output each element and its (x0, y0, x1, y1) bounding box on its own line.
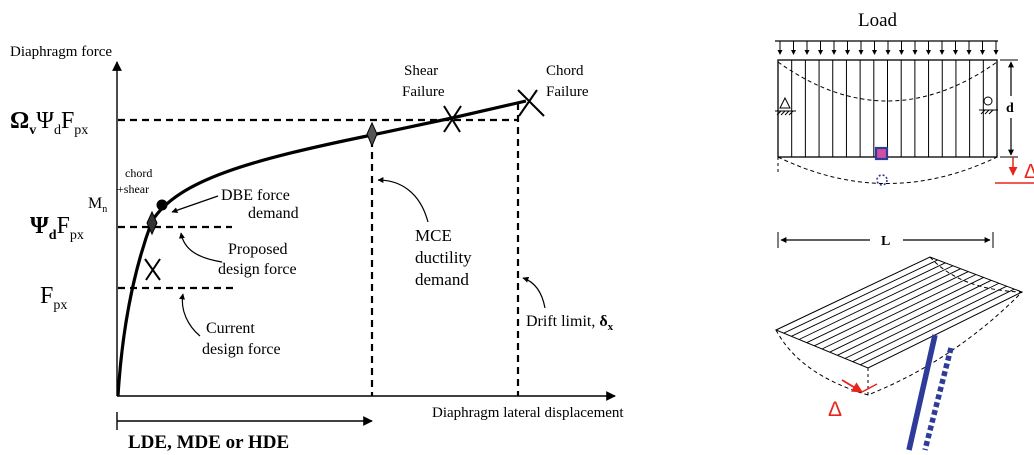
load-arrowhead (872, 50, 877, 55)
delta-label-bottom: Δ (828, 398, 842, 421)
load-arrowhead (993, 50, 999, 55)
displaced-node-icon (876, 174, 888, 186)
chord-failure-label: Chord Failure (546, 63, 589, 100)
force-displacement-diagram: Diaphragm force Diaphragm lateral displa… (10, 44, 624, 453)
pin-support-icon (775, 96, 796, 116)
x-marks (144, 89, 545, 281)
y-axis-label: Diaphragm force (10, 44, 112, 60)
proposed-annotation: Proposed design force (218, 241, 297, 278)
load-arrowhead (966, 50, 972, 55)
isometric-deflected-dashed (775, 291, 1023, 396)
isometric-ribs (783, 259, 1015, 366)
load-arrowhead (791, 50, 796, 55)
isometric-rib (806, 268, 961, 344)
isometric-rib (844, 282, 1000, 359)
current-annotation: Current design force (202, 320, 281, 358)
delta-label-top: Δ (1024, 161, 1034, 183)
proposed-arrow (178, 232, 223, 263)
load-arrowhead (899, 50, 904, 55)
omega-level-label: ΩvΨdFpx (10, 108, 88, 138)
isometric-rib (837, 279, 992, 356)
chord-shear-label: chord +shear (117, 166, 155, 196)
load-label: Load (858, 10, 898, 31)
load-arrowhead (885, 50, 891, 55)
isometric-rib (791, 262, 946, 337)
wall-line-dashed (922, 347, 954, 451)
wall-node-icon (874, 146, 889, 161)
load-arrows (777, 41, 999, 55)
dbe-annotation: DBE force demand (221, 187, 299, 222)
isometric-rib (829, 277, 984, 353)
depth-label: d (1006, 101, 1014, 116)
current-arrow (179, 293, 201, 337)
mce-annotation: MCE ductility demand (415, 226, 476, 289)
mn-point (156, 199, 168, 211)
mn-label: Mn (88, 195, 107, 215)
isometric-rib (852, 285, 1007, 363)
load-arrowhead (804, 50, 810, 55)
roller-support-icon (979, 96, 998, 115)
isometric-rib (783, 259, 938, 334)
load-arrowhead (858, 50, 864, 55)
load-arrowhead (845, 50, 850, 55)
isometric-outline (774, 256, 1024, 369)
load-arrowhead (953, 50, 958, 55)
dashed-reference-lines (118, 103, 520, 396)
capacity-curve (116, 99, 527, 397)
isometric-rib (821, 274, 977, 350)
dbe-arrow (171, 195, 219, 214)
load-arrowhead (777, 50, 783, 55)
deflected-top-dashed (777, 61, 998, 102)
design-force-diamond (146, 210, 158, 236)
load-arrowhead (912, 50, 918, 55)
load-arrowhead (926, 50, 931, 55)
wall-line-solid (906, 334, 938, 451)
load-arrowhead (980, 50, 985, 55)
load-arrowhead (818, 50, 823, 55)
x-axis-label: Diaphragm lateral displacement (432, 405, 624, 421)
shear-failure-label: Shear Failure (402, 63, 445, 100)
isometric-deflection-arrow (841, 379, 863, 393)
panel-verticals (791, 60, 984, 157)
mce-diamond (366, 121, 378, 148)
diaphragm-elevation: Load d Δ (775, 10, 1034, 249)
diaphragm-isometric: Δ (774, 256, 1024, 451)
mce-arrow (377, 177, 429, 223)
length-label: L (881, 234, 890, 249)
psi-level-label: ΨdFpx (30, 213, 84, 243)
isometric-rib (798, 265, 954, 340)
drift-limit-annotation: Drift limit, δx (526, 313, 614, 333)
performance-level-label: LDE, MDE or HDE (128, 432, 289, 453)
deflected-bottom-dashed (777, 156, 998, 184)
f-level-label: Fpx (40, 283, 67, 313)
load-arrowhead (831, 50, 837, 55)
load-arrowhead (939, 50, 945, 55)
drift-arrow (522, 276, 546, 309)
isometric-rib (814, 271, 969, 347)
isometric-rib (860, 288, 1015, 366)
